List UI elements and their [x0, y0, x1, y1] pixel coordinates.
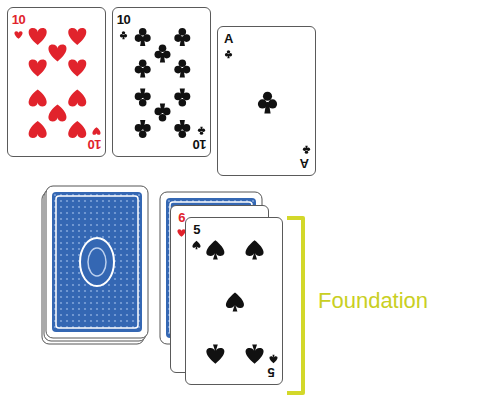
card-index: 5	[268, 366, 275, 379]
club-pip	[303, 146, 310, 154]
spade-pip	[192, 241, 200, 250]
club-pip	[174, 59, 190, 77]
heart-pip	[29, 90, 47, 107]
card-pips	[186, 218, 284, 386]
club-pip	[174, 120, 190, 138]
club-pip	[174, 88, 190, 106]
heart-pip	[29, 60, 47, 77]
playing-card: 10 10	[112, 7, 211, 157]
spade-pip	[206, 240, 224, 259]
heart-pip	[68, 60, 86, 77]
club-pip	[135, 59, 151, 77]
spade-pip	[226, 292, 244, 311]
card-index: 10	[12, 13, 25, 26]
stock-pile	[42, 186, 148, 344]
heart-pip	[68, 90, 86, 107]
spade-pip	[246, 240, 264, 259]
card-pips	[8, 8, 107, 158]
heart-pip	[48, 45, 66, 62]
club-pip	[174, 28, 190, 46]
card-index: 10	[193, 138, 206, 151]
card-index: 10	[117, 13, 130, 26]
club-pip	[135, 28, 151, 46]
card-index: A	[300, 157, 309, 170]
heart-pip	[29, 121, 47, 138]
card-index: 6	[178, 211, 185, 224]
playing-card: 10 10	[7, 7, 106, 157]
spade-pip	[269, 355, 277, 364]
playing-card: 55	[185, 217, 283, 385]
card-index: 10	[88, 138, 101, 151]
heart-pip	[29, 28, 47, 45]
heart-pip	[68, 121, 86, 138]
heart-pip	[68, 28, 86, 45]
card-pips	[113, 8, 212, 158]
club-pip	[258, 92, 277, 114]
club-pip	[135, 88, 151, 106]
club-pip	[135, 120, 151, 138]
card-index: 5	[193, 223, 200, 236]
card-pips	[218, 27, 317, 177]
foundation-bracket	[287, 218, 303, 393]
spade-pip	[246, 344, 264, 363]
club-pip	[120, 31, 127, 39]
heart-pip	[92, 127, 100, 135]
bracket-label: Foundation	[318, 288, 428, 314]
club-pip	[198, 127, 205, 135]
club-pip	[225, 50, 232, 58]
heart-pip	[14, 31, 22, 39]
club-pip	[155, 44, 171, 62]
playing-card: AA	[217, 26, 316, 176]
heart-pip	[48, 105, 66, 122]
spade-pip	[206, 344, 224, 363]
club-pip	[155, 103, 171, 121]
card-index: A	[224, 32, 233, 45]
